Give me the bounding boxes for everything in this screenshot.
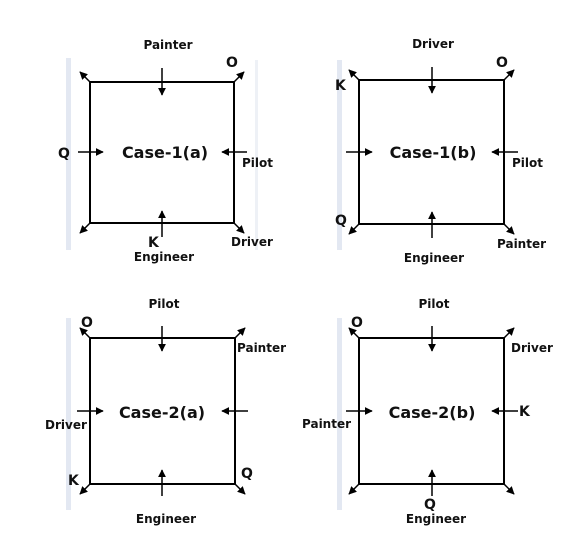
label-right: Pilot [512,156,543,170]
label-right: Pilot [242,156,273,170]
arrow-corner-bl [79,483,91,495]
arrow-corner-bl [79,222,91,234]
label-top-left: O [351,315,363,331]
label-bottom: Engineer [136,512,196,526]
arrow-corner-tl [348,327,360,339]
label-right: K [519,404,531,420]
case-1a-diagram: Case-1(a) Painter Engineer Q Pilot O Dri… [58,38,273,264]
arrow-corner-br [233,222,245,234]
case-title: Case-1(a) [122,143,208,162]
arrow-corner-br [503,483,515,495]
label-top-right: Driver [511,341,553,355]
case-1b-diagram: Case-1(b) Driver Engineer Pilot K O Q Pa… [335,37,546,265]
label-bottom-left: K [68,473,80,489]
arrow-corner-br [234,483,246,495]
arrow-corner-tr [503,327,515,339]
label-bottom-right: Q [241,466,253,482]
label-top-left: O [81,315,93,331]
edge-bar [66,318,71,510]
label-bottom-left: Q [335,213,347,229]
label-top-right: O [226,55,238,71]
label-bottom-right: Painter [497,237,546,251]
label-bottom-extra: Q [424,497,436,513]
edge-bar [255,60,258,250]
label-top: Painter [143,38,192,52]
edge-bar [66,58,71,250]
case-2b-diagram: Case-2(b) Pilot Engineer Painter K O Dri… [302,297,553,526]
label-bottom-right: Driver [231,235,273,249]
label-top-left: K [335,78,347,94]
label-bottom: Engineer [134,250,194,264]
arrow-corner-tr [503,69,515,81]
label-top: Driver [412,37,454,51]
label-top-right: Painter [237,341,286,355]
label-bottom-extra: K [148,235,160,251]
label-top-right: O [496,55,508,71]
label-left: Q [58,146,70,162]
arrow-corner-bl [348,223,360,235]
case-title: Case-2(b) [389,403,476,422]
case-title: Case-2(a) [119,403,205,422]
arrow-corner-tl [79,71,91,83]
case-2a-diagram: Case-2(a) Pilot Engineer Driver O Painte… [45,297,286,526]
label-top: Pilot [418,297,449,311]
edge-bar [337,60,342,250]
arrow-corner-bl [348,483,360,495]
arrow-corner-tl [348,69,360,81]
arrow-corner-br [503,223,515,235]
label-bottom: Engineer [406,512,466,526]
arrow-corner-tl [79,327,91,339]
arrow-corner-tr [233,71,245,83]
edge-bar [337,318,342,510]
label-left: Driver [45,418,87,432]
label-left: Painter [302,417,351,431]
label-top: Pilot [148,297,179,311]
case-title: Case-1(b) [390,143,477,162]
label-bottom: Engineer [404,251,464,265]
arrow-corner-tr [234,327,246,339]
